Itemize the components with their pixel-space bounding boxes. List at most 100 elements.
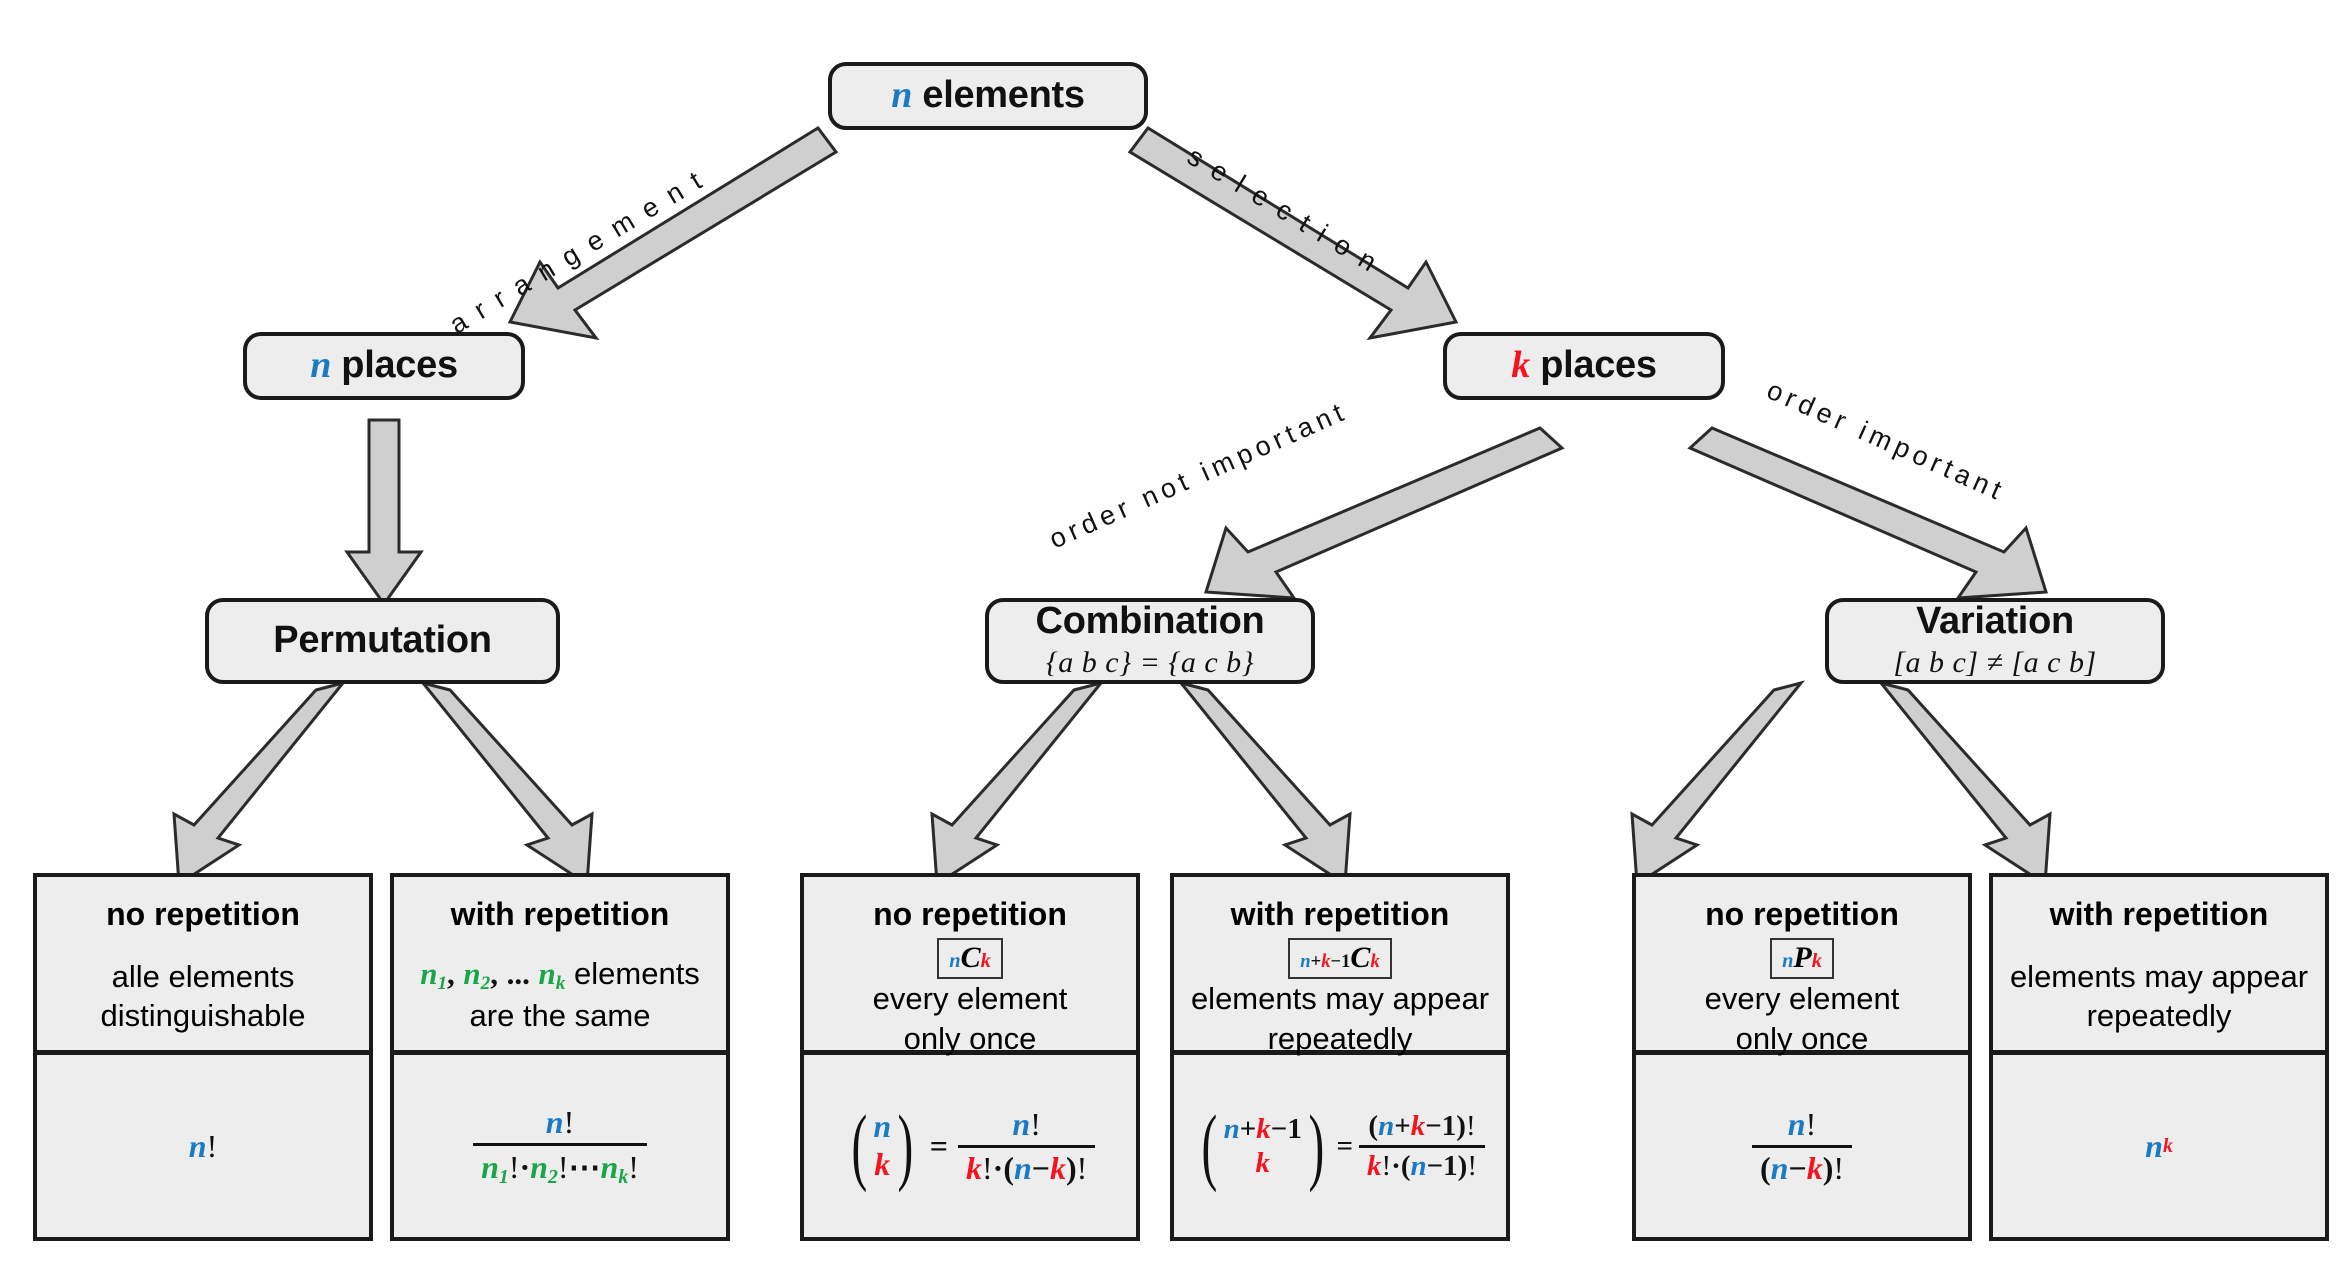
- left-paren: (: [851, 1097, 867, 1194]
- arrow-variation-to-leaf6: [1876, 680, 2052, 887]
- node-k-places-word: places: [1540, 344, 1657, 387]
- factorial-sign: !: [206, 1127, 218, 1164]
- var-k: k: [1511, 344, 1530, 387]
- leaf-desc-line1: every element: [1704, 981, 1900, 1017]
- arrow-permutation-to-leaf1: [172, 680, 348, 887]
- equals-sign: =: [929, 1127, 948, 1164]
- leaf-upper: no repetition alle elements distinguisha…: [37, 877, 369, 1055]
- right-paren: ): [1308, 1097, 1325, 1194]
- node-combination[interactable]: Combination {a b c} = {a c b}: [985, 598, 1315, 684]
- leaf-desc-line1: elements may appear: [2009, 958, 2309, 994]
- fraction: n! k!·(n−k)!: [957, 1105, 1096, 1187]
- leaf-desc-line2: only once: [1735, 1020, 1869, 1056]
- leaf-description: n1, n2, ... nk elements are the same: [394, 954, 726, 1036]
- fraction-numerator: n!: [1012, 1105, 1041, 1142]
- leaf-notation-nk1Ck: n+k−1Ck: [1288, 938, 1392, 980]
- leaf-formula: n!: [37, 1055, 369, 1237]
- leaf-variation-with-repetition[interactable]: with repetition elements may appear repe…: [1989, 873, 2329, 1241]
- var-k: k: [980, 950, 991, 973]
- var-n: n: [1782, 950, 1794, 973]
- node-permutation[interactable]: Permutation: [205, 598, 560, 684]
- arrow-permutation-to-leaf2: [418, 680, 594, 887]
- fraction-numerator: n!: [545, 1103, 575, 1140]
- exponent-k: k: [2162, 1134, 2173, 1157]
- node-permutation-title: Permutation: [273, 619, 492, 662]
- var-n2: n2: [463, 955, 491, 994]
- edge-label-order-important: order important: [1762, 374, 2011, 508]
- leaf-description: elements may appear repeatedly: [1993, 957, 2325, 1036]
- fraction-denominator: k!·(n−k)!: [957, 1144, 1096, 1187]
- leaf-variation-no-repetition[interactable]: no repetition nPk every element only onc…: [1632, 873, 1972, 1241]
- edge-label-arrangement: a r r a n g e m e n t: [444, 163, 710, 340]
- arrow-combination-to-leaf4: [1176, 680, 1352, 887]
- arrow-root-to-n-places: [507, 126, 839, 341]
- leaf-upper: no repetition nCk every element only onc…: [804, 877, 1136, 1056]
- fraction-numerator: n!: [1787, 1105, 1817, 1142]
- binomial-top: n+k−1: [1223, 1112, 1302, 1145]
- leaf-notation-nCk: nCk: [937, 938, 1003, 980]
- leaf-formula: ( n k ) = n! k!·(n−k)!: [804, 1055, 1136, 1237]
- node-n-places[interactable]: n places: [243, 332, 525, 400]
- arrow-k-places-to-variation: [1687, 426, 2048, 600]
- elements-word: elements: [574, 955, 700, 991]
- combination-C: C: [960, 941, 981, 975]
- node-k-places-title: k places: [1511, 344, 1657, 387]
- var-n: n: [949, 950, 961, 973]
- node-combination-title: Combination: [1035, 600, 1265, 643]
- leaf-desc-line1: alle elements: [111, 958, 295, 994]
- fraction-denominator: k!·(n−1)!: [1358, 1144, 1486, 1183]
- leaf-upper: with repetition elements may appear repe…: [1993, 877, 2325, 1055]
- fraction-denominator: (n−k)!: [1752, 1144, 1852, 1187]
- var-n: n: [310, 344, 332, 387]
- fraction: (n+k−1)! k!·(n−1)!: [1358, 1110, 1486, 1183]
- binomial-coefficient: ( n k ): [845, 1097, 920, 1194]
- arrow-combination-to-leaf3: [930, 680, 1106, 887]
- node-combination-subtitle: {a b c} = {a c b}: [1045, 645, 1255, 679]
- var-n: n: [873, 1108, 892, 1145]
- binomial-bottom: k: [1255, 1147, 1270, 1179]
- edge-label-selection: s e l e c t i o n: [1182, 140, 1385, 279]
- leaf-head: with repetition: [450, 896, 670, 932]
- var-n: n: [188, 1127, 207, 1164]
- leaf-upper: no repetition nPk every element only onc…: [1636, 877, 1968, 1058]
- leaf-description: alle elements distinguishable: [37, 957, 369, 1036]
- node-variation-title: Variation: [1916, 600, 2074, 643]
- leaf-permutation-with-repetition[interactable]: with repetition n1, n2, ... nk elements …: [390, 873, 730, 1241]
- leaf-desc-line2: distinguishable: [100, 998, 306, 1034]
- node-n-places-title: n places: [310, 344, 458, 387]
- binomial-stack: n+k−1 k: [1224, 1112, 1302, 1180]
- leaf-combination-no-repetition[interactable]: no repetition nCk every element only onc…: [800, 873, 1140, 1241]
- leaf-head: no repetition: [1705, 896, 1899, 932]
- var-n: n: [2145, 1127, 2163, 1164]
- leaf-description: elements may appear repeatedly: [1174, 979, 1506, 1058]
- leaf-head: no repetition: [873, 896, 1067, 932]
- leaf-combination-with-repetition[interactable]: with repetition n+k−1Ck elements may app…: [1170, 873, 1510, 1241]
- leaf-notation-nPk: nPk: [1770, 938, 1834, 980]
- node-k-places[interactable]: k places: [1443, 332, 1725, 400]
- leaf-permutation-no-repetition[interactable]: no repetition alle elements distinguisha…: [33, 873, 373, 1241]
- leaf-upper: with repetition n+k−1Ck elements may app…: [1174, 877, 1506, 1058]
- leaf-upper: with repetition n1, n2, ... nk elements …: [394, 877, 726, 1055]
- leaf-desc-line2: are the same: [469, 998, 651, 1034]
- comma: ,: [490, 955, 499, 991]
- notation-subscript: n+k−1: [1300, 951, 1351, 973]
- node-variation-subtitle: [a b c] ≠ [a c b]: [1893, 645, 2097, 679]
- node-variation[interactable]: Variation [a b c] ≠ [a c b]: [1825, 598, 2165, 684]
- comma: ,: [447, 955, 455, 991]
- leaf-desc-line2: repeatedly: [2086, 998, 2232, 1034]
- fraction: n! n1!·n2!⋯nk!: [473, 1104, 647, 1189]
- combination-C: C: [1350, 941, 1371, 975]
- right-paren: ): [897, 1097, 914, 1194]
- leaf-description: every element only once: [1636, 979, 1968, 1058]
- edge-label-order-not-important: order not important: [1044, 395, 1353, 555]
- node-n-elements[interactable]: n elements: [828, 62, 1148, 130]
- leaf-desc-line2: repeatedly: [1267, 1020, 1413, 1056]
- leaf-desc-line1: elements may appear: [1190, 981, 1490, 1017]
- leaf-formula: n! n1!·n2!⋯nk!: [394, 1055, 726, 1237]
- leaf-head: with repetition: [1230, 896, 1450, 932]
- node-n-elements-title: n elements: [891, 75, 1085, 116]
- leaf-formula: ( n+k−1 k ) = (n+k−1)! k!·(n−1)!: [1174, 1055, 1506, 1237]
- node-n-places-word: places: [341, 344, 458, 387]
